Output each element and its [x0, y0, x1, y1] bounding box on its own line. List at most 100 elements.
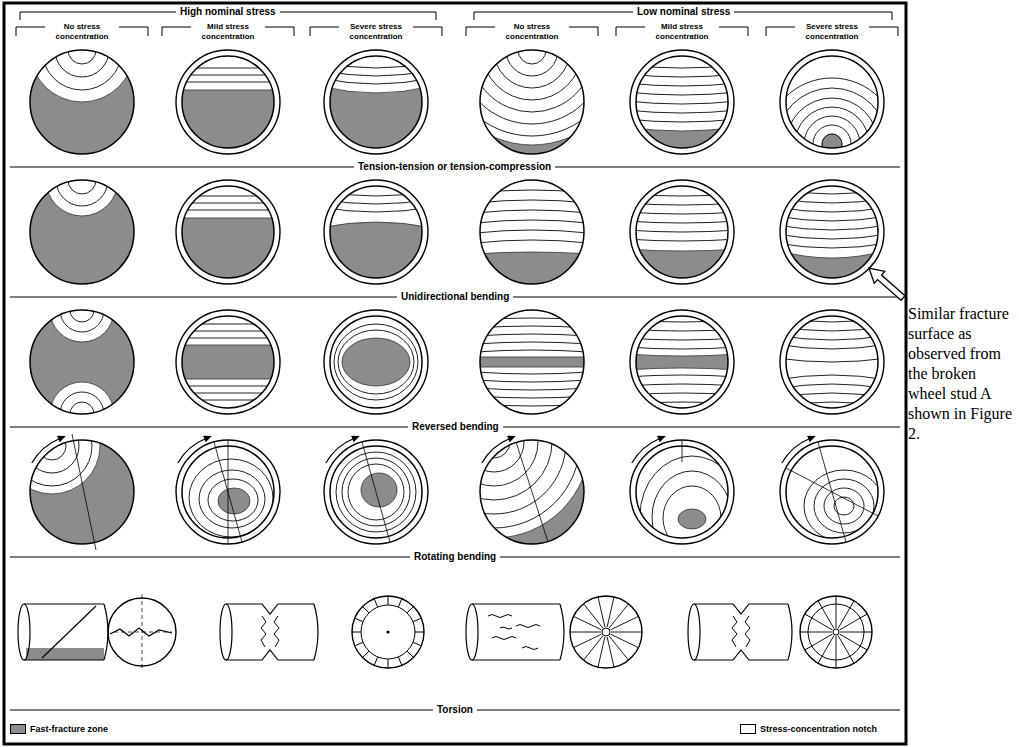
- row-heading: Tension-tension or tension-compression: [354, 161, 555, 173]
- ratchet-mark: [864, 632, 872, 633]
- beach-mark: [476, 190, 588, 193]
- beach-mark: [172, 75, 284, 76]
- fracture-surface: [168, 50, 288, 182]
- specimen-outline: [636, 316, 728, 408]
- surface-marks: [640, 456, 744, 576]
- specimen-outline: [480, 440, 584, 544]
- section-heading: High nominal stress: [176, 6, 280, 18]
- notch-ring: [176, 440, 280, 544]
- beach-mark: [640, 456, 744, 576]
- shaft-section: [352, 596, 424, 668]
- section-heading: Low nominal stress: [633, 6, 734, 18]
- beach-mark: [476, 334, 588, 336]
- column-bracket: [294, 27, 295, 36]
- ratchet-mark: [374, 657, 378, 665]
- row-heading: Rotating bending: [410, 551, 500, 563]
- beach-mark: [626, 212, 738, 214]
- header-bracket: [474, 12, 475, 20]
- notch-crack: [261, 616, 266, 647]
- fast-fracture-zone: [822, 134, 842, 154]
- ratchet-mark: [611, 616, 639, 629]
- wavy-crack: [516, 625, 540, 628]
- legend-swatch: [10, 724, 26, 734]
- ratchet-mark: [850, 601, 854, 608]
- bracket-lines: [10, 12, 900, 710]
- fast-fracture-zone: [0, 398, 172, 582]
- ratchet-mark: [611, 632, 642, 633]
- beach-mark: [476, 210, 588, 213]
- surface-marks: [398, 346, 622, 582]
- shaft-outline: [694, 650, 788, 660]
- ratchet-mark: [836, 636, 837, 660]
- specimen-outline: [182, 446, 274, 538]
- fracture-surface: [398, 346, 622, 582]
- fast-fracture-zone: [26, 648, 104, 660]
- wavy-crack: [492, 637, 516, 640]
- shaft-end: [220, 604, 232, 660]
- beach-mark: [626, 83, 738, 86]
- column-bracket: [616, 27, 617, 36]
- surface-ground: [480, 440, 584, 544]
- beach-mark: [626, 101, 738, 104]
- ratchet-mark: [413, 642, 421, 646]
- rotation-arrowhead: [351, 436, 360, 443]
- beach-mark: [320, 70, 432, 76]
- surface-marks: [0, 272, 172, 452]
- surface-marks: [172, 324, 284, 400]
- beach-mark: [199, 470, 265, 528]
- beach-mark: [776, 189, 888, 194]
- beach-mark: [776, 344, 888, 349]
- notch-root: [808, 604, 864, 660]
- notch-ring: [324, 310, 428, 414]
- fast-fracture-zone: [476, 357, 588, 367]
- shaft-end: [788, 604, 792, 660]
- header-bracket: [20, 12, 21, 20]
- rotation-arrow: [482, 438, 511, 463]
- column-bracket: [598, 27, 599, 36]
- helical-crack: [42, 606, 96, 658]
- axis-line: [214, 442, 242, 542]
- wavy-crack: [500, 627, 512, 629]
- ratchet-mark: [818, 656, 822, 663]
- axis-line: [362, 442, 390, 542]
- rotation-arrow: [632, 438, 661, 463]
- beach-mark: [476, 200, 588, 203]
- column-heading: Mild stress concentration: [191, 22, 265, 42]
- column-bracket: [748, 27, 749, 36]
- fracture-surface: [626, 310, 738, 414]
- ratchet-mark: [407, 651, 413, 657]
- fracture-surface: [622, 50, 742, 182]
- shaft-section: [800, 596, 872, 668]
- fast-fracture-zone: [626, 354, 738, 370]
- fast-fracture-zone: [168, 90, 288, 182]
- rotation-arrowhead: [57, 436, 66, 443]
- shaft-outline: [226, 650, 314, 660]
- notch-ring: [630, 440, 734, 544]
- ratchet-mark: [860, 646, 867, 650]
- beach-mark: [626, 194, 738, 196]
- notch-ring: [324, 440, 428, 544]
- surface-marks: [0, 0, 172, 192]
- surface-marks: [476, 318, 588, 406]
- fracture-surface: [776, 310, 888, 414]
- beach-mark: [172, 393, 284, 394]
- row-heading: Reversed bending: [408, 421, 503, 433]
- beach-mark: [408, 356, 580, 528]
- beach-mark: [38, 432, 66, 460]
- column-heading: Mild stress concentration: [645, 22, 719, 42]
- beach-mark: [776, 225, 888, 230]
- column-bracket: [310, 27, 311, 36]
- column-bracket: [766, 27, 767, 36]
- beach-mark: [338, 330, 414, 394]
- specimen-outline: [182, 56, 274, 148]
- fast-fracture-zone: [342, 338, 410, 386]
- fast-fracture-zone: [0, 272, 172, 452]
- specimen-outline: [636, 56, 728, 148]
- column-heading: No stress concentration: [495, 22, 569, 42]
- notch-crack: [274, 616, 279, 647]
- shaft-section: [570, 596, 642, 668]
- axis-line: [72, 434, 96, 550]
- beach-mark: [776, 375, 888, 380]
- fracture-surface: [0, 0, 172, 192]
- beach-mark: [663, 486, 721, 550]
